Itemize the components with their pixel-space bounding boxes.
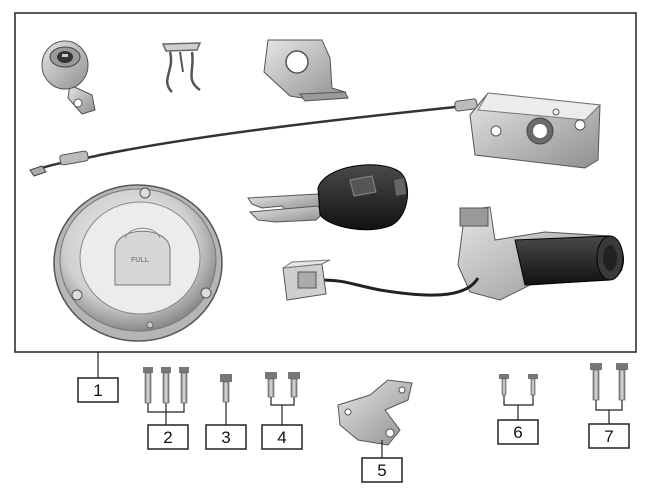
bolt-set-7 (590, 363, 628, 424)
callout-4-label: 4 (277, 428, 286, 447)
bolt-set-4 (265, 372, 300, 425)
callout-4: 4 (261, 424, 303, 450)
seat-lock-cable (29, 98, 478, 177)
seat-latch-block (469, 92, 602, 169)
fuel-cap-full-label: FULL (131, 257, 150, 264)
callout-1: 1 (77, 377, 119, 403)
callout-3: 3 (205, 424, 247, 450)
assembly-frame (14, 12, 637, 353)
ignition-key (247, 164, 409, 231)
callout-7: 7 (588, 423, 630, 449)
callout-5: 5 (361, 457, 403, 483)
screw-set-6 (499, 374, 538, 420)
callout-3-label: 3 (221, 428, 230, 447)
callout-2-label: 2 (163, 428, 172, 447)
bolt-set-2 (143, 367, 189, 425)
lock-spring-clip (161, 42, 202, 93)
fuel-tank-cap: FULL (53, 184, 223, 342)
callout-6-label: 6 (513, 423, 522, 442)
callout-2: 2 (147, 424, 189, 450)
ignition-switch (282, 206, 624, 301)
mounting-bracket-5 (337, 379, 413, 458)
callout-1-label: 1 (93, 381, 102, 400)
callout-6: 6 (497, 419, 539, 445)
seat-lock-cylinder (41, 40, 96, 115)
callout-7-label: 7 (604, 427, 613, 446)
lock-bracket-plate (263, 39, 349, 102)
bolt-3 (220, 374, 232, 425)
callout-5-label: 5 (377, 461, 386, 480)
